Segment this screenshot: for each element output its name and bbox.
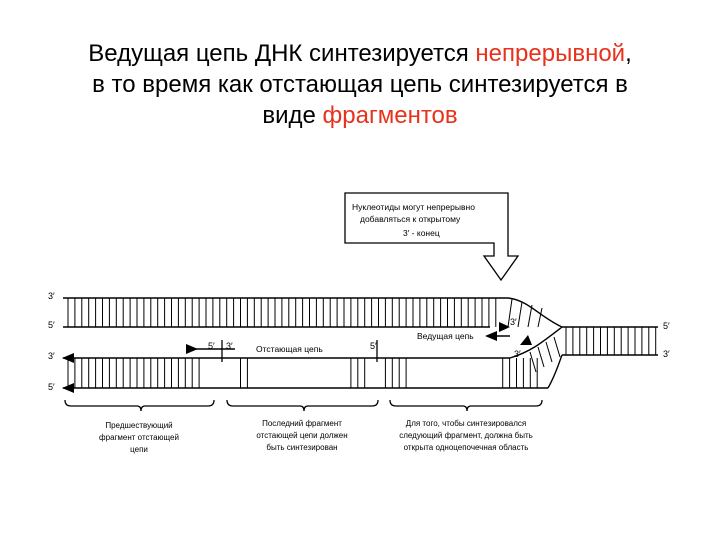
base-pair-rung xyxy=(538,347,544,367)
base-pair-rung xyxy=(530,352,536,372)
brace-single-strand-region xyxy=(390,400,542,411)
caption-right-3: открыта одноцепочечная область xyxy=(404,443,529,452)
brace-previous-fragment xyxy=(65,400,214,411)
lagging-strand-label: Отстающая цепь xyxy=(256,344,323,354)
brace-last-fragment xyxy=(227,400,378,411)
end-label-right-top: 5′ xyxy=(663,321,670,331)
end-label-leading-head: 3′ xyxy=(510,317,517,327)
leading-label-arrowhead xyxy=(485,331,497,341)
caption-left-3: цепи xyxy=(130,445,148,454)
base-pair-rung xyxy=(528,305,532,327)
leading-strand-label: Ведущая цепь xyxy=(417,331,474,341)
end-label-lagging-5a: 5′ xyxy=(208,341,215,351)
base-pair-rungs xyxy=(68,298,656,388)
caption-middle-3: быть синтезирован xyxy=(266,443,337,452)
end-label-top-left: 3′ xyxy=(48,291,55,301)
end-label-lagging-left: 3′ xyxy=(48,351,55,361)
end-label-lagging-3: 3′ xyxy=(226,341,233,351)
base-pair-rung xyxy=(546,342,552,362)
base-pair-rung xyxy=(518,302,522,327)
end-label-lower-fork: 3′ xyxy=(514,349,521,359)
end-label-lagging-5b: 5′ xyxy=(370,341,377,351)
end-label-leading-left: 5′ xyxy=(48,320,55,330)
caption-middle-1: Последний фрагмент xyxy=(262,419,342,428)
caption-right-1: Для того, чтобы синтезировался xyxy=(406,419,526,428)
callout-line-2: добавляться к открытому xyxy=(360,214,461,224)
end-label-right-bottom: 3′ xyxy=(663,349,670,359)
base-pair-rung xyxy=(538,308,542,327)
lower-fork-arrowhead xyxy=(520,335,532,345)
caption-middle-2: отстающей цепи должен xyxy=(256,431,347,440)
caption-left-1: Предшествующий xyxy=(105,421,172,430)
caption-left-2: фрагмент отстающей xyxy=(99,433,179,442)
callout-line-3: 3′ - конец xyxy=(403,228,440,238)
fork-lower-outer xyxy=(548,355,562,388)
end-label-bottom-left: 5′ xyxy=(48,382,55,392)
callout-line-1: Нуклеотиды могут непрерывно xyxy=(352,202,475,212)
caption-right-2: следующий фрагмент, должна быть xyxy=(399,431,533,440)
base-pair-rung xyxy=(554,337,560,357)
